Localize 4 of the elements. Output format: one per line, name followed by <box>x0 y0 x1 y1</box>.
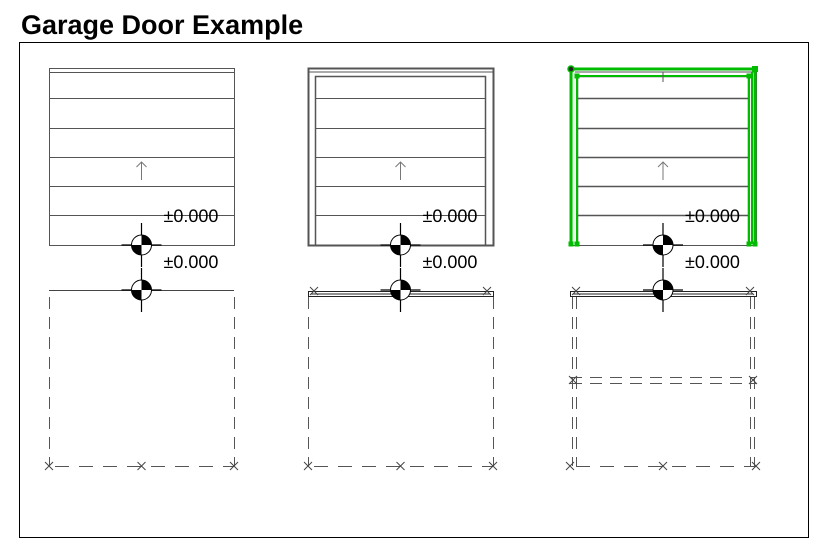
elevation-label: ±0.000 <box>685 252 740 272</box>
title: Garage Door Example <box>21 10 304 41</box>
elevation-label: ±0.000 <box>422 252 478 272</box>
elevation-label: ±0.000 <box>164 252 218 272</box>
